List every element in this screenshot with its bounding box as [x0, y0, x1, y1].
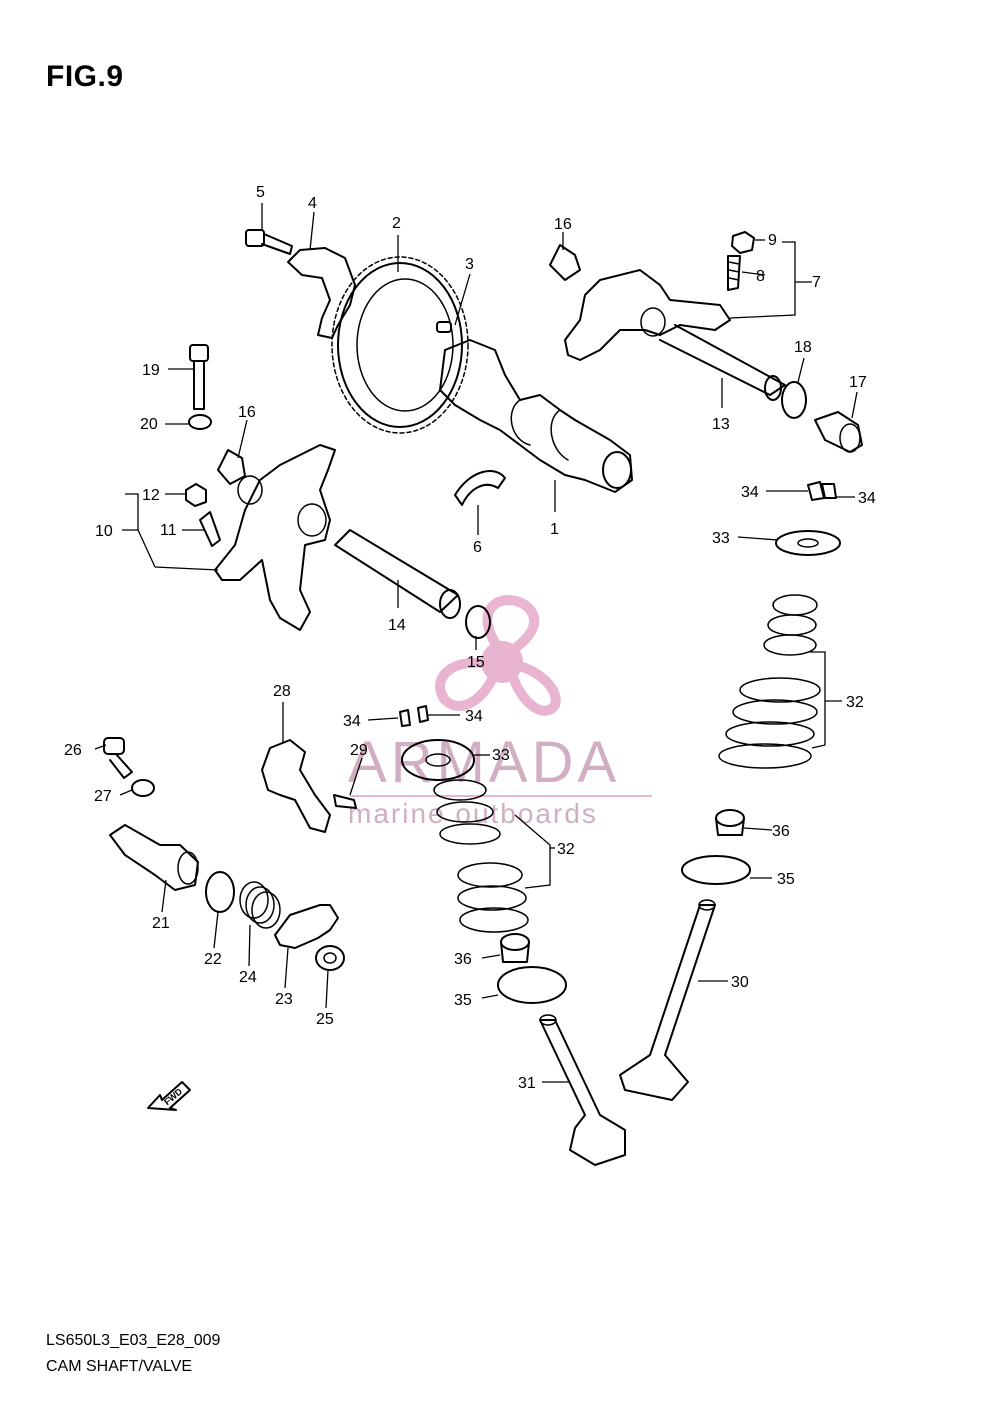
part-35-spring-seat-left: [497, 966, 567, 1004]
figure-title: FIG.9: [46, 60, 124, 93]
callout-21: 21: [152, 915, 170, 932]
part-35-spring-seat-right: [681, 855, 751, 885]
callout-24: 24: [239, 969, 257, 986]
callout-31: 31: [518, 1075, 536, 1092]
part-36-stem-seal-right: [715, 809, 745, 836]
diagram-caption: CAM SHAFT/VALVE: [46, 1358, 193, 1375]
callout-36-right: 36: [772, 823, 790, 840]
part-24-spring: [239, 881, 281, 929]
part-2-cam-sprocket: [331, 256, 469, 434]
part-16-spacer: [549, 244, 581, 281]
callout-32-left: 32: [557, 841, 575, 858]
part-4-bracket: [287, 247, 356, 339]
callout-12: 12: [142, 487, 160, 504]
callout-14: 14: [388, 617, 406, 634]
part-32-valve-spring-right: [718, 594, 821, 769]
callout-34-c: 34: [343, 713, 361, 730]
callout-33-right: 33: [712, 530, 730, 547]
part-33-retainer-left: [401, 739, 475, 781]
callout-34-d: 34: [465, 708, 483, 725]
part-20-washer: [188, 414, 212, 430]
callout-6: 6: [473, 539, 482, 556]
part-7-rocker-arm-assembly: [564, 269, 731, 361]
part-30-valve: [619, 899, 716, 1101]
part-9-nut: [731, 231, 755, 254]
callout-32-right: 32: [846, 694, 864, 711]
part-10-rocker-arm-assembly: [214, 444, 336, 631]
part-28-bracket: [261, 739, 331, 833]
leader-lines: [94, 203, 858, 1083]
part-18-o-ring: [781, 381, 807, 419]
part-26-bolt: [103, 737, 133, 779]
part-33-retainer-right: [775, 530, 841, 556]
callout-33-left: 33: [492, 747, 510, 764]
callout-17: 17: [849, 374, 867, 391]
part-22-washer: [205, 871, 235, 913]
part-17-plug: [814, 411, 863, 453]
callout-8: 8: [756, 268, 765, 285]
callout-3: 3: [465, 256, 474, 273]
callout-18: 18: [794, 339, 812, 356]
callout-34-b: 34: [858, 490, 876, 507]
part-15-o-ring: [465, 605, 491, 639]
part-27-washer: [131, 779, 155, 797]
part-29-screw: [333, 794, 357, 809]
part-32-valve-spring-left: [433, 779, 529, 933]
part-31-valve: [539, 1014, 626, 1166]
part-11-adjusting-screw: [199, 511, 221, 547]
part-25-nut: [315, 945, 345, 971]
callout-4: 4: [308, 195, 317, 212]
watermark: ARMADA marine outboards: [348, 595, 652, 829]
part-13-rocker-shaft: [659, 324, 786, 401]
part-8-adjusting-screw: [727, 255, 741, 291]
callout-36-left: 36: [454, 951, 472, 968]
part-1-camshaft: [439, 339, 633, 493]
fwd-arrow-icon: FWD: [147, 1081, 191, 1111]
callout-34-a: 34: [741, 484, 759, 501]
callout-5: 5: [256, 184, 265, 201]
part-5-bolt: [245, 229, 293, 255]
callout-2: 2: [392, 215, 401, 232]
propeller-logo-icon: [435, 595, 561, 716]
part-21-decomp-shaft: [109, 824, 199, 891]
callout-15: 15: [467, 654, 485, 671]
part-3-pin: [436, 321, 452, 333]
callout-25: 25: [316, 1011, 334, 1028]
callout-28: 28: [273, 683, 291, 700]
callout-16-lower: 16: [238, 404, 256, 421]
callout-11: 11: [160, 522, 177, 539]
part-14-rocker-shaft: [334, 529, 461, 619]
part-36-stem-seal-left: [500, 933, 530, 963]
callout-10: 10: [95, 523, 113, 540]
callout-26: 26: [64, 742, 82, 759]
diagram-code: LS650L3_E03_E28_009: [46, 1332, 221, 1349]
callout-30: 30: [731, 974, 749, 991]
callout-35-right: 35: [777, 871, 795, 888]
callout-1: 1: [550, 521, 559, 538]
part-34-cotter-right-b: [821, 483, 837, 499]
part-12-nut: [185, 483, 207, 507]
part-6-thrust-plate: [454, 470, 506, 506]
callout-20: 20: [140, 416, 158, 433]
part-19-bolt: [189, 344, 209, 410]
callout-19: 19: [142, 362, 160, 379]
part-34-cotter-left-a: [399, 709, 411, 727]
callout-labels: 5 4 2 3 16 9 8 7 18 17 13 19 20 16 12 11…: [64, 184, 876, 1092]
callout-7: 7: [812, 274, 821, 291]
callout-22: 22: [204, 951, 222, 968]
callout-16-upper: 16: [554, 216, 572, 233]
callout-9: 9: [768, 232, 777, 249]
part-16-spacer-lower: [217, 449, 246, 485]
callout-29: 29: [350, 742, 368, 759]
callout-35-left: 35: [454, 992, 472, 1009]
part-23-lever: [274, 904, 339, 949]
part-34-cotter-left-b: [417, 705, 429, 723]
callout-23: 23: [275, 991, 293, 1008]
callout-13: 13: [712, 416, 730, 433]
callout-27: 27: [94, 788, 112, 805]
